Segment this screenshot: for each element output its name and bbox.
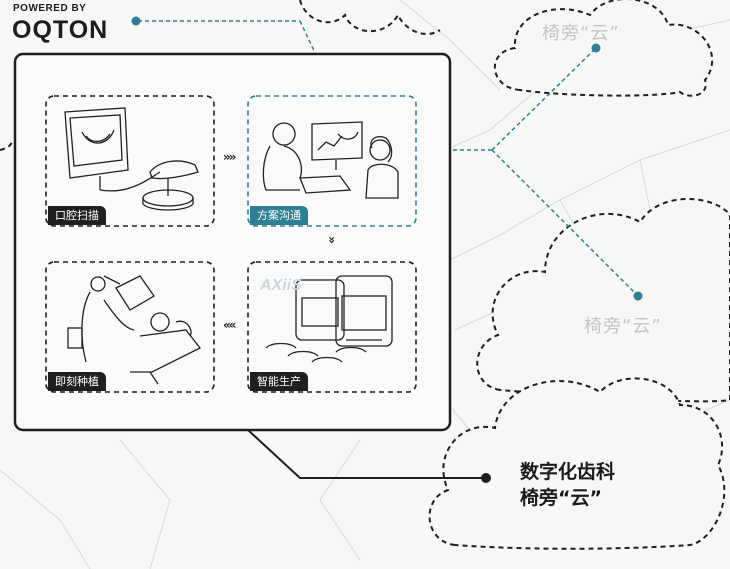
3d-printers-aligners-icon — [265, 275, 393, 363]
cloud-top-small — [299, 0, 441, 35]
arrow-down-icon: » — [324, 236, 339, 242]
cloud-middle-right — [476, 198, 730, 403]
workflow-panel — [13, 52, 452, 432]
connector-dot-middle-right — [633, 291, 643, 301]
oqton-logo: OQTON — [12, 16, 109, 44]
main-cloud-label-line2: 椅旁“云” — [520, 487, 602, 509]
connector-dot-main — [481, 473, 491, 483]
step-tag-implant: 即刻种植 — [48, 372, 106, 391]
connector-dot-top-right — [591, 43, 601, 53]
step-box-production — [247, 261, 417, 393]
cloud-main — [428, 377, 726, 550]
dental-chair-implant-icon — [67, 275, 201, 385]
arrow-right-icon: »» — [223, 150, 236, 164]
step-box-implant — [45, 261, 215, 393]
cloud-top-right — [494, 0, 714, 97]
cloud-label-middle: 椅旁“云” — [584, 316, 662, 337]
step-tag-scan: 口腔扫描 — [48, 206, 106, 225]
arrow-left-icon: «« — [223, 318, 236, 332]
connectors — [131, 16, 643, 483]
step-box-scan — [45, 95, 215, 227]
main-cloud-label-line1: 数字化齿科 — [520, 461, 616, 483]
step-box-consult — [247, 95, 417, 227]
powered-by-label: POWERED BY — [13, 3, 87, 14]
main-cloud-label: 数字化齿科 椅旁“云” — [520, 459, 615, 511]
cloud-label-top: 椅旁“云” — [542, 23, 620, 44]
doctor-patient-consultation-icon — [262, 121, 399, 199]
step-tag-production: 智能生产 — [250, 372, 308, 391]
intraoral-scanner-icon — [64, 107, 199, 211]
watermark: AXiiS — [259, 277, 302, 294]
connector-dot-top-left — [131, 16, 141, 26]
cloud-left-edge — [0, 139, 13, 151]
step-tag-consult: 方案沟通 — [250, 206, 308, 225]
